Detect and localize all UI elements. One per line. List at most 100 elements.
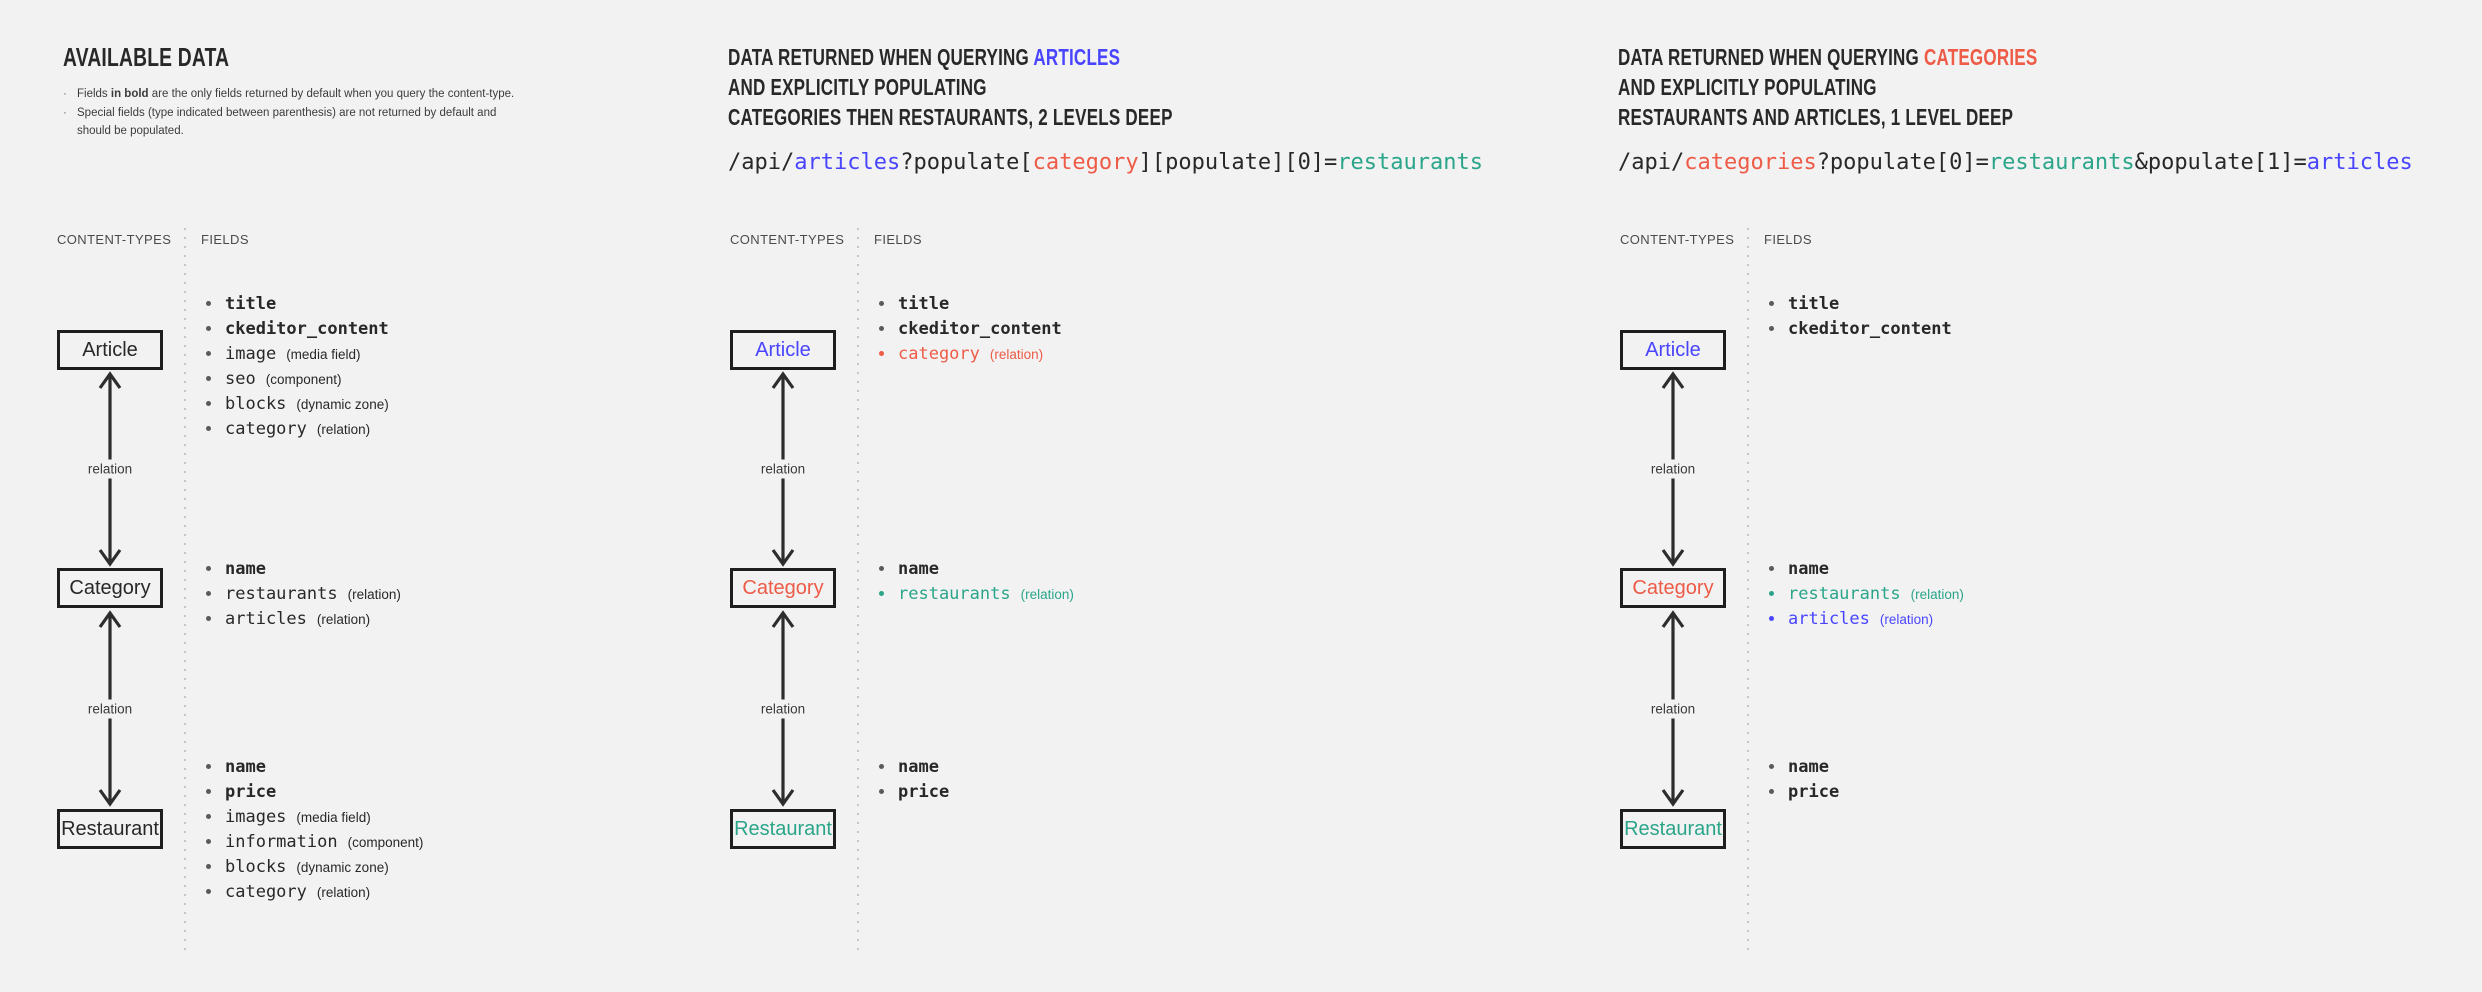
bullet-dot: · xyxy=(63,106,67,119)
bullet-dot: · xyxy=(63,88,67,100)
content-type-label: Restaurant xyxy=(1624,817,1722,840)
content-type-box-category: Category xyxy=(57,568,163,608)
relation-edge: relation xyxy=(84,610,136,807)
panel-title-text: RESTAURANTS AND ARTICLES, 1 LEVEL DEEP xyxy=(1618,104,2014,130)
relation-label: relation xyxy=(1647,699,1699,718)
field-row: title xyxy=(874,291,1062,316)
panel-available-data: AVAILABLE DATA ·Fields in bold are the on… xyxy=(55,0,685,992)
bullet-dot xyxy=(879,789,884,794)
field-row: name xyxy=(201,556,401,581)
bullet-dot xyxy=(1769,301,1774,306)
bullet-dot xyxy=(206,839,211,844)
bullet-dot xyxy=(1769,764,1774,769)
field-row: ckeditor_content xyxy=(874,316,1062,341)
relation-label: relation xyxy=(1647,459,1699,479)
note-text-segment: in bold xyxy=(110,88,149,100)
field-row: information(component) xyxy=(201,829,423,854)
field-name: articles xyxy=(225,608,307,629)
field-row: name xyxy=(874,754,949,779)
field-type: (relation) xyxy=(347,586,401,602)
content-type-box-restaurant: Restaurant xyxy=(730,809,836,849)
note-text-segment: Special fields (type indicated between p… xyxy=(77,106,497,138)
panel-title-line: AND EXPLICITLY POPULATING xyxy=(728,72,1173,102)
field-row: ckeditor_content xyxy=(201,316,389,341)
panel-title-text: AND EXPLICITLY POPULATING xyxy=(728,74,987,100)
field-name: name xyxy=(1788,558,1829,579)
bullet-dot xyxy=(206,764,211,769)
field-row: articles(relation) xyxy=(201,606,401,631)
field-type: (relation) xyxy=(316,884,371,900)
api-query-segment: ][populate][0]= xyxy=(1138,150,1338,175)
field-row: image(media field) xyxy=(201,341,389,366)
field-name: information xyxy=(225,831,338,852)
content-type-box-restaurant: Restaurant xyxy=(57,809,163,849)
api-query: /api/articles?populate[category][populat… xyxy=(728,150,1483,176)
api-query-segment: articles xyxy=(2306,150,2413,175)
relation-edge: relation xyxy=(1647,610,1699,807)
field-type: (relation) xyxy=(989,346,1044,362)
relation-label: relation xyxy=(757,699,809,718)
field-row: blocks(dynamic zone) xyxy=(201,391,389,416)
field-row: articles(relation) xyxy=(1764,606,1964,631)
dotted-divider xyxy=(857,228,859,956)
field-name: name xyxy=(225,756,266,777)
field-name: name xyxy=(898,558,939,579)
field-name: price xyxy=(1788,781,1840,802)
field-row: name xyxy=(874,556,1074,581)
note-text-segment: are the only fields returned by default … xyxy=(148,88,515,100)
content-type-box-category: Category xyxy=(730,568,836,608)
api-query-segment: category xyxy=(1032,150,1139,175)
field-name: name xyxy=(898,756,939,777)
bullet-dot xyxy=(1769,616,1774,621)
bullet-dot xyxy=(206,889,211,894)
bullet-dot xyxy=(206,351,211,356)
field-row: name xyxy=(201,754,423,779)
panel-title-text: ARTICLES xyxy=(1033,44,1121,70)
field-name: name xyxy=(1788,756,1829,777)
field-row: seo(component) xyxy=(201,366,389,391)
bullet-dot xyxy=(206,566,211,571)
field-row: ckeditor_content xyxy=(1764,316,1952,341)
bullet-dot xyxy=(879,566,884,571)
bullet-dot xyxy=(206,616,211,621)
field-type: (media field) xyxy=(296,809,371,825)
field-name: seo xyxy=(225,368,256,389)
field-row: price xyxy=(874,779,949,804)
panel-title-line: CATEGORIES THEN RESTAURANTS, 2 LEVELS DE… xyxy=(728,102,1173,132)
bullet-dot xyxy=(206,376,211,381)
field-name: ckeditor_content xyxy=(1788,318,1952,339)
field-row: restaurants(relation) xyxy=(1764,581,1964,606)
field-name: name xyxy=(225,558,266,579)
bullet-dot xyxy=(206,301,211,306)
content-type-box-article: Article xyxy=(1620,330,1726,370)
panel-title-text: CATEGORIES THEN RESTAURANTS, 2 LEVELS DE… xyxy=(728,104,1173,130)
panel-title-line: RESTAURANTS AND ARTICLES, 1 LEVEL DEEP xyxy=(1618,102,2037,132)
bullet-dot xyxy=(206,401,211,406)
field-row: images(media field) xyxy=(201,804,423,829)
api-query-segment: articles xyxy=(794,150,901,175)
content-type-label: Article xyxy=(82,338,138,361)
bullet-dot xyxy=(879,591,884,596)
field-type: (relation) xyxy=(316,421,371,437)
relation-edge: relation xyxy=(757,610,809,807)
field-name: category xyxy=(225,418,307,439)
bullet-dot xyxy=(1769,326,1774,331)
dotted-divider xyxy=(184,228,186,956)
bullet-dot xyxy=(206,789,211,794)
bullet-dot xyxy=(206,426,211,431)
notes: ·Fields in bold are the only fields retu… xyxy=(63,85,533,141)
panel-title-line: AVAILABLE DATA xyxy=(63,42,229,72)
field-name: ckeditor_content xyxy=(898,318,1062,339)
panel-title-line: DATA RETURNED WHEN QUERYING ARTICLES xyxy=(728,42,1173,72)
content-type-label: Category xyxy=(69,576,151,599)
field-row: title xyxy=(1764,291,1952,316)
field-name: blocks xyxy=(225,393,287,414)
column-header-content-types: CONTENT-TYPES xyxy=(57,232,172,247)
field-type: (relation) xyxy=(1910,586,1964,602)
